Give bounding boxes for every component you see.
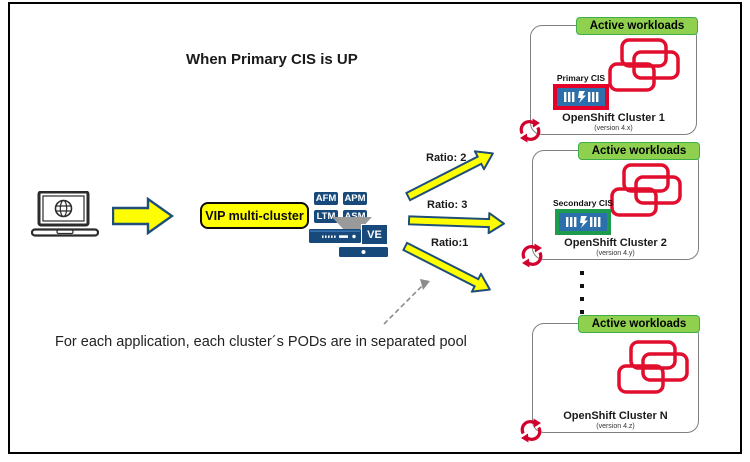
- openshift-circular-arrows-icon: [519, 417, 543, 444]
- openshift-cluster-1: Active workloads Primary CIS OpenShift C…: [530, 17, 698, 135]
- primary-cis-icon: [553, 84, 609, 110]
- cis-label: Primary CIS: [556, 73, 606, 83]
- dashed-pointer-arrow-icon: [383, 279, 430, 325]
- module-afm: AFM: [313, 191, 339, 206]
- cluster-name: OpenShift Cluster N: [563, 410, 668, 422]
- vip-multicluster-label: VIP multi-cluster: [200, 202, 309, 229]
- cluster-name: OpenShift Cluster 1: [562, 112, 665, 124]
- cluster-version: (version 4.y): [596, 250, 635, 257]
- cis-label: Secondary CIS: [553, 198, 613, 208]
- ratio-arrow-cluster2: [407, 209, 506, 235]
- ve-label: VE: [361, 224, 388, 245]
- banner-label: Active workloads: [591, 145, 687, 157]
- cluster-version: (version 4.x): [594, 125, 633, 132]
- banner-label: Active workloads: [591, 318, 687, 330]
- active-workloads-banner: Active workloads: [578, 315, 700, 333]
- active-workloads-banner: Active workloads: [576, 17, 698, 35]
- page-title: When Primary CIS is UP: [186, 51, 358, 68]
- cluster-name: OpenShift Cluster 2: [564, 237, 667, 249]
- secondary-cis: Secondary CIS: [547, 198, 619, 235]
- openshift-cluster-2: Active workloads Secondary CIS OpenShift…: [532, 142, 700, 260]
- pods-stack-icon: [617, 340, 689, 394]
- ellipsis-dots: [580, 271, 584, 314]
- outer-border: [8, 2, 742, 454]
- primary-cis: Primary CIS: [545, 73, 617, 110]
- ratio-label-1: Ratio:1: [431, 237, 469, 249]
- openshift-circular-arrows-icon: [518, 117, 542, 144]
- active-workloads-banner: Active workloads: [578, 142, 700, 160]
- annotation-text: For each application, each cluster´s POD…: [55, 334, 467, 350]
- yellow-block-arrow-icon: [112, 197, 174, 235]
- laptop-globe-icon: [31, 191, 99, 237]
- openshift-cluster-n: Active workloads OpenShift Cluster N (ve…: [532, 315, 700, 433]
- bigip-modules: AFM APM LTM ASM: [313, 191, 368, 224]
- openshift-circular-arrows-icon: [520, 242, 544, 269]
- banner-label: Active workloads: [589, 20, 685, 32]
- f5-appliance-icon: [309, 229, 361, 243]
- module-apm: APM: [342, 191, 368, 206]
- cluster-version: (version 4.z): [596, 423, 635, 430]
- secondary-cis-icon: [555, 209, 611, 235]
- f5-ve-platform-bar: [339, 247, 388, 257]
- ratio-label-2: Ratio: 2: [426, 152, 467, 164]
- module-ltm: LTM: [313, 209, 339, 224]
- ratio-label-3: Ratio: 3: [427, 199, 468, 211]
